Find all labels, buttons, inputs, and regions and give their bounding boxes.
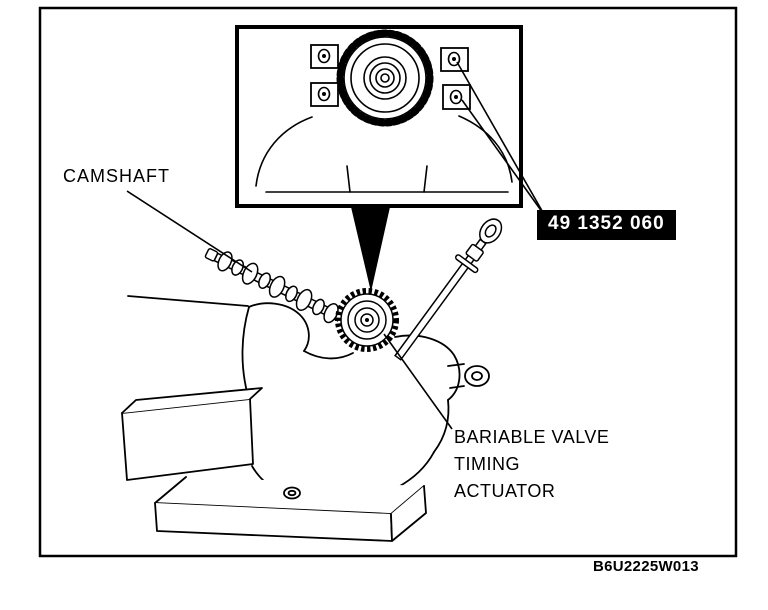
diagram-border xyxy=(38,6,738,558)
tool-collar xyxy=(465,243,484,262)
actuator-leader-line xyxy=(383,333,453,430)
vise-knob xyxy=(464,365,490,387)
tool-number-leader-line-2 xyxy=(461,99,546,217)
inset-head-shoulder-left xyxy=(255,116,313,187)
locking-tool-drawing xyxy=(394,218,503,361)
inset-pointer-triangle xyxy=(351,207,390,292)
bench-vise-drawing xyxy=(121,295,490,542)
tool-number-leader-line-1 xyxy=(456,61,546,217)
camshaft-drawing xyxy=(204,248,352,327)
vvt-actuator-drawing xyxy=(335,288,399,352)
inset-gear-assembly xyxy=(255,29,513,193)
camshaft-label: CAMSHAFT xyxy=(63,166,170,186)
vise-slide-box xyxy=(121,398,254,481)
actuator-label: BARIABLE VALVE TIMING ACTUATOR xyxy=(454,427,610,501)
figure-code-label: B6U2225W013 xyxy=(593,558,699,575)
vise-slide-bar xyxy=(127,295,249,307)
inset-head-shoulder-right xyxy=(458,115,513,183)
camshaft-leader-line xyxy=(126,190,253,273)
tool-cross-pin xyxy=(454,254,479,274)
tool-clamp-left xyxy=(310,44,339,107)
vise-base-hole xyxy=(283,486,301,500)
tool-number-badge: 49 1352 060 xyxy=(537,210,676,240)
